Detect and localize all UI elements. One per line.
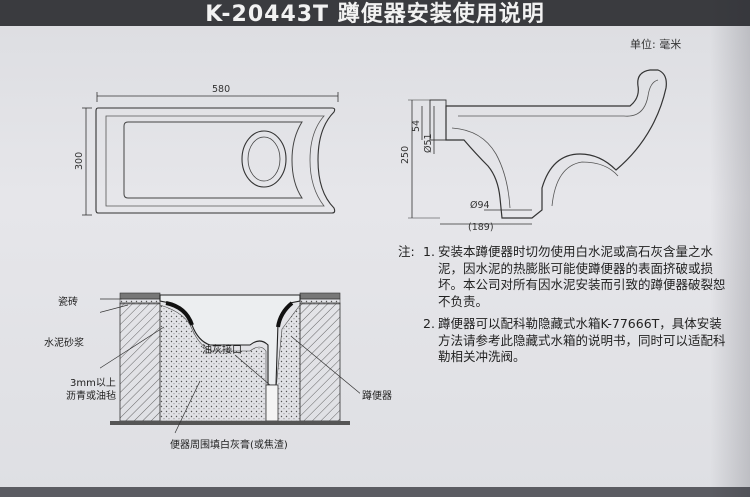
pan-outline (95, 107, 336, 214)
dim-189-text: (189) (468, 222, 494, 233)
width-dimension-text: 580 (212, 84, 230, 95)
side-view-drawing: 250 54 Ø51 Ø94 (189) (400, 69, 667, 233)
dim-51-text: Ø51 (423, 133, 434, 153)
label-cement-mortar: 水泥砂浆 (44, 338, 84, 349)
pan-body-outline (445, 69, 667, 219)
page-title: K-20443T 蹲便器安装使用说明 (205, 2, 545, 27)
fill-material (159, 304, 267, 422)
note-text: 蹲便器可以配科勒隐藏式水箱K-77666T，具体安装方法请参考此隐藏式水箱的说明… (438, 316, 726, 364)
label-fill: 便器周围填白灰膏(或焦渣) (170, 440, 288, 451)
note-number: 1. (423, 244, 435, 259)
height-dimension-text: 300 (74, 152, 85, 170)
notes-section: 注: 1. 安装本蹲便器时切勿使用白水泥或高石灰含量之水泥，因水泥的热膨胀可能使… (398, 244, 728, 366)
label-asphalt-1: 3mm以上 (70, 378, 116, 389)
notes-lead: 注: (398, 244, 415, 259)
label-tile: 瓷砖 (58, 297, 78, 308)
label-squat-pan: 蹲便器 (362, 391, 392, 402)
note-item-2: 2. 蹲便器可以配科勒隐藏式水箱K-77666T，具体安装方法请参考此隐藏式水箱… (398, 316, 728, 366)
note-item-1: 注: 1. 安装本蹲便器时切勿使用白水泥或高石灰含量之水泥，因水泥的热膨胀可能使… (398, 244, 728, 310)
dim-94-text: Ø94 (470, 200, 490, 211)
right-wall (299, 302, 341, 422)
page-shadow (710, 0, 750, 497)
label-grease-joint: 油灰接口 (202, 345, 242, 356)
title-bar: K-20443T 蹲便器安装使用说明 (0, 0, 750, 27)
dim-54-text: 54 (411, 120, 422, 132)
drain-outlet (241, 130, 287, 188)
note-number: 2. (423, 316, 435, 331)
drain-pipe (265, 384, 279, 422)
unit-label: 单位: 毫米 (630, 38, 682, 51)
left-wall (119, 302, 161, 422)
section-view-drawing (100, 292, 360, 434)
bottom-edge (0, 487, 750, 497)
floor-base (110, 421, 350, 425)
tile-layer (119, 292, 161, 300)
dim-250-text: 250 (400, 146, 411, 164)
label-asphalt-2: 沥青或油毡 (66, 391, 116, 402)
top-view-drawing: 580 300 (74, 84, 339, 216)
note-text: 安装本蹲便器时切勿使用白水泥或高石灰含量之水泥，因水泥的热膨胀可能使蹲便器的表面… (438, 244, 726, 309)
